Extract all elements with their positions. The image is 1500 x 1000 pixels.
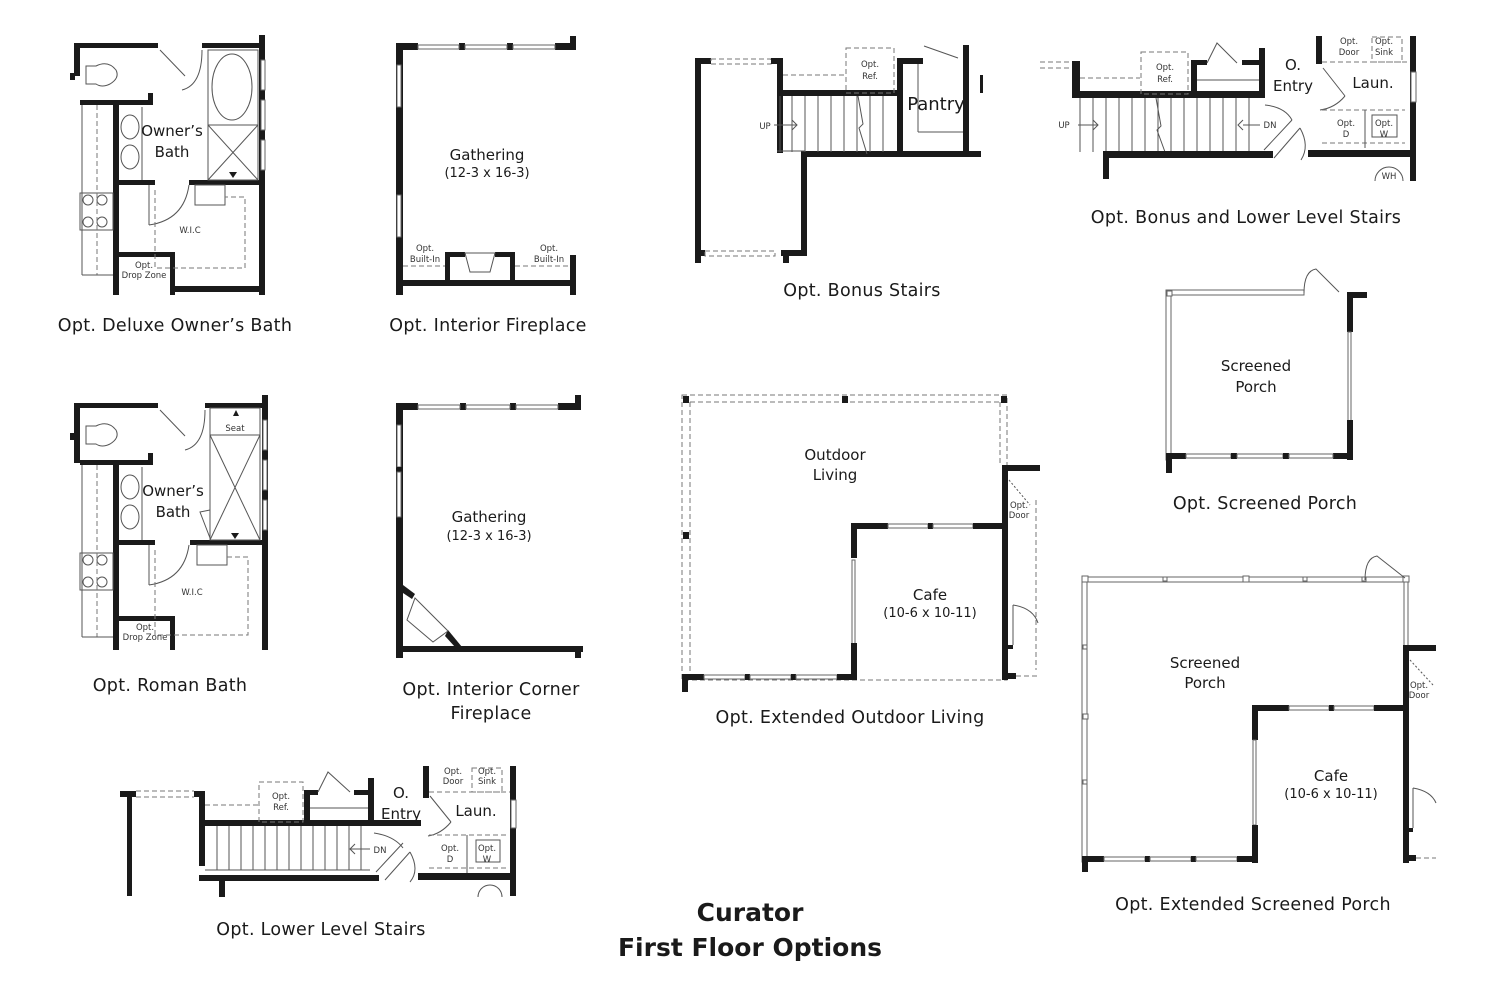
room-label-gathering: Gathering bbox=[452, 508, 527, 526]
label-up: UP bbox=[1058, 121, 1069, 131]
room-dimensions: (12-3 x 16-3) bbox=[446, 529, 531, 544]
room-label-bath: Bath bbox=[155, 143, 190, 161]
label-opt: Opt. bbox=[861, 60, 879, 70]
label-up: UP bbox=[759, 122, 770, 132]
label-ref: Ref. bbox=[273, 803, 289, 813]
plan-interior-fireplace: Gathering (12-3 x 16-3) Opt. Built-In Op… bbox=[396, 36, 576, 295]
plan-bonus-stairs: UP Opt. Ref. Pantry bbox=[695, 45, 983, 263]
plan-lower-level-stairs: DN Opt. Ref. O. Entry Laun. Opt. Door Op… bbox=[120, 766, 517, 898]
room-label-bath: Bath bbox=[156, 503, 191, 521]
label-opt: Opt. bbox=[136, 623, 154, 633]
room-label-living: Living bbox=[813, 466, 858, 484]
label-seat: Seat bbox=[225, 424, 245, 434]
label-built-in-left: Built-In bbox=[410, 255, 440, 265]
room-label-entry: Entry bbox=[381, 805, 421, 823]
label-door: Door bbox=[443, 777, 464, 787]
room-label-cafe: Cafe bbox=[1314, 767, 1348, 785]
page-title: Curator First Floor Options bbox=[618, 895, 882, 965]
caption-extended-outdoor-living: Opt. Extended Outdoor Living bbox=[715, 708, 985, 728]
label-opt: Opt. bbox=[1156, 63, 1174, 73]
plan-extended-screened-porch: Screened Porch Cafe (10-6 x 10-11) Opt. … bbox=[1081, 555, 1437, 872]
caption-lower-level-stairs: Opt. Lower Level Stairs bbox=[216, 920, 426, 940]
cafe-dimensions: (10-6 x 10-11) bbox=[883, 606, 976, 621]
label-ref: Ref. bbox=[862, 72, 878, 82]
label-opt: Opt. bbox=[1010, 501, 1028, 511]
room-label-outdoor: Outdoor bbox=[804, 446, 866, 464]
label-sink: Sink bbox=[478, 777, 496, 787]
room-label-screened: Screened bbox=[1221, 357, 1291, 375]
label-opt: Opt. bbox=[1410, 681, 1428, 691]
room-label-wic: W.I.C bbox=[181, 588, 202, 598]
label-door: Door bbox=[1009, 511, 1030, 521]
label-drop-zone: Drop Zone bbox=[122, 271, 167, 281]
label-washer: W bbox=[483, 855, 492, 865]
label-door: Door bbox=[1409, 691, 1430, 701]
caption-line-2: Fireplace bbox=[450, 704, 532, 724]
room-label-screened: Screened bbox=[1170, 654, 1240, 672]
room-label-gathering: Gathering bbox=[450, 146, 525, 164]
caption-corner-fireplace: Opt. Interior Corner Fireplace bbox=[402, 678, 579, 726]
title-plan-name: Curator bbox=[696, 898, 804, 927]
label-opt: Opt. bbox=[135, 261, 153, 271]
room-label-laundry: Laun. bbox=[1352, 74, 1393, 92]
label-washer: W bbox=[1380, 130, 1389, 140]
caption-extended-screened-porch: Opt. Extended Screened Porch bbox=[1115, 895, 1391, 915]
caption-deluxe-owners-bath: Opt. Deluxe Owner’s Bath bbox=[57, 316, 293, 336]
cafe-dimensions: (10-6 x 10-11) bbox=[1284, 787, 1377, 802]
label-opt: Opt. bbox=[478, 844, 496, 854]
room-label-cafe: Cafe bbox=[913, 586, 947, 604]
room-dimensions: (12-3 x 16-3) bbox=[444, 166, 529, 181]
label-water-heater: WH bbox=[1382, 172, 1397, 182]
plan-screened-porch: Screened Porch bbox=[1165, 268, 1367, 473]
label-opt: Opt. bbox=[1340, 37, 1358, 47]
caption-interior-fireplace: Opt. Interior Fireplace bbox=[389, 316, 587, 336]
title-subtitle: First Floor Options bbox=[617, 933, 883, 962]
label-opt: Opt. bbox=[1337, 119, 1355, 129]
caption-roman-bath: Opt. Roman Bath bbox=[92, 676, 248, 696]
plan-roman-bath: Seat Owner’s Bath W.I.C Opt. Drop Zone bbox=[70, 395, 268, 650]
label-opt: Opt. bbox=[444, 767, 462, 777]
label-opt: Opt. bbox=[272, 792, 290, 802]
label-opt: Opt. bbox=[478, 767, 496, 777]
room-label-o: O. bbox=[393, 784, 409, 802]
label-opt: Opt. bbox=[1375, 37, 1393, 47]
plan-bonus-lower-stairs: UP DN Opt. Ref. O. Entry Laun. Opt. Door… bbox=[1040, 36, 1417, 182]
room-label-owners-bath: Owner’s bbox=[142, 482, 204, 500]
plan-interior-corner-fireplace: Gathering (12-3 x 16-3) bbox=[396, 395, 583, 658]
label-sink: Sink bbox=[1375, 48, 1393, 58]
room-label-laundry: Laun. bbox=[455, 802, 496, 820]
room-label-pantry: Pantry bbox=[907, 94, 965, 115]
caption-bonus-stairs: Opt. Bonus Stairs bbox=[783, 281, 941, 301]
label-opt: Opt. bbox=[540, 244, 558, 254]
label-door: Door bbox=[1339, 48, 1360, 58]
caption-screened-porch: Opt. Screened Porch bbox=[1172, 494, 1358, 514]
caption-bonus-lower-stairs: Opt. Bonus and Lower Level Stairs bbox=[1090, 208, 1402, 228]
label-dryer: D bbox=[1343, 130, 1350, 140]
room-label-entry: Entry bbox=[1273, 77, 1313, 95]
label-drop-zone: Drop Zone bbox=[123, 633, 168, 643]
label-dn: DN bbox=[1264, 121, 1277, 131]
label-dryer: D bbox=[447, 855, 454, 865]
plan-extended-outdoor-living: Outdoor Living Cafe (10-6 x 10-11) Opt. … bbox=[681, 394, 1040, 692]
label-opt: Opt. bbox=[1375, 119, 1393, 129]
plan-deluxe-owners-bath: Owner’s Bath W.I.C Opt. Drop Zone bbox=[70, 35, 266, 295]
label-opt: Opt. bbox=[416, 244, 434, 254]
label-ref: Ref. bbox=[1157, 75, 1173, 85]
label-dn: DN bbox=[374, 846, 387, 856]
room-label-owners-bath: Owner’s bbox=[141, 122, 203, 140]
label-opt: Opt. bbox=[441, 844, 459, 854]
label-built-in-right: Built-In bbox=[534, 255, 564, 265]
room-label-porch: Porch bbox=[1235, 378, 1276, 396]
room-label-wic: W.I.C bbox=[179, 226, 200, 236]
room-label-o: O. bbox=[1285, 56, 1301, 74]
room-label-porch: Porch bbox=[1184, 674, 1225, 692]
caption-line-1: Opt. Interior Corner bbox=[402, 680, 580, 700]
